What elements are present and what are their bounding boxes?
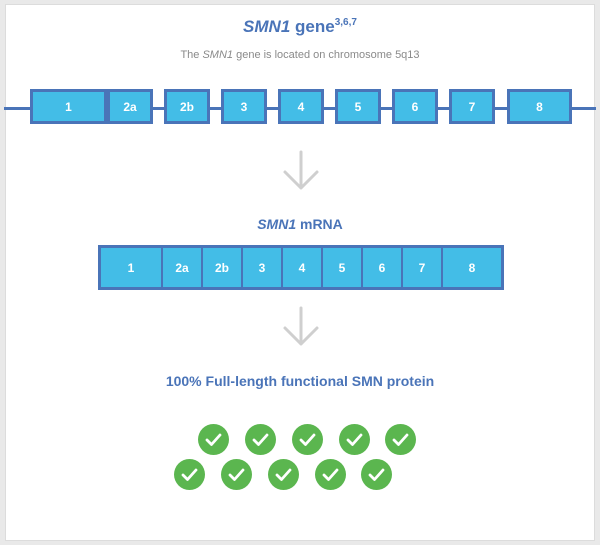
gene-exon-4: 4 bbox=[278, 89, 324, 124]
check-circle-icon bbox=[221, 459, 252, 490]
check-circle-icon bbox=[174, 459, 205, 490]
gene-exon-2a: 2a bbox=[107, 89, 153, 124]
mrna-segment-2a: 2a bbox=[163, 248, 203, 287]
mrna-segment-4: 4 bbox=[283, 248, 323, 287]
check-circle-icon bbox=[339, 424, 370, 455]
mrna-bar: 1 2a 2b 3 4 5 6 7 8 bbox=[98, 245, 504, 290]
down-arrow-icon bbox=[283, 306, 319, 346]
gene-title: SMN1 gene3,6,7 bbox=[243, 17, 357, 36]
gene-exon-8: 8 bbox=[507, 89, 572, 124]
gene-subtitle: The SMN1 gene is located on chromosome 5… bbox=[180, 49, 420, 61]
check-circle-icon bbox=[245, 424, 276, 455]
check-circle-icon bbox=[268, 459, 299, 490]
mrna-segment-6: 6 bbox=[363, 248, 403, 287]
mrna-segment-7: 7 bbox=[403, 248, 443, 287]
check-circle-icon bbox=[361, 459, 392, 490]
down-arrow-icon bbox=[283, 150, 319, 190]
mrna-title: SMN1 mRNA bbox=[257, 216, 343, 232]
gene-exon-7: 7 bbox=[449, 89, 495, 124]
mrna-segment-3: 3 bbox=[243, 248, 283, 287]
mrna-segment-8: 8 bbox=[443, 248, 501, 287]
check-circle-icon bbox=[315, 459, 346, 490]
gene-exon-5: 5 bbox=[335, 89, 381, 124]
mrna-segment-5: 5 bbox=[323, 248, 363, 287]
mrna-segment-2b: 2b bbox=[203, 248, 243, 287]
protein-title: 100% Full-length functional SMN protein bbox=[165, 373, 435, 389]
gene-exon-1: 1 bbox=[30, 89, 107, 124]
gene-exon-2b: 2b bbox=[164, 89, 210, 124]
check-circle-icon bbox=[198, 424, 229, 455]
gene-exon-6: 6 bbox=[392, 89, 438, 124]
check-circle-icon bbox=[292, 424, 323, 455]
mrna-segment-1: 1 bbox=[101, 248, 163, 287]
gene-exon-3: 3 bbox=[221, 89, 267, 124]
check-circle-icon bbox=[385, 424, 416, 455]
